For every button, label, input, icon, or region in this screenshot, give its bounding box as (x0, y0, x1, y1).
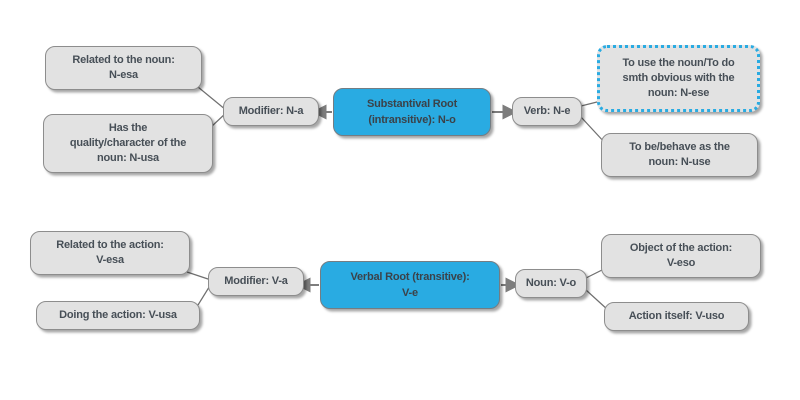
node-v-uso[interactable]: Action itself: V-uso (604, 302, 749, 331)
node-v-esa[interactable]: Related to the action: V-esa (30, 231, 190, 275)
node-n-ese-selected[interactable]: To use the noun/To do smth obvious with … (597, 45, 760, 112)
node-verb-n-e[interactable]: Verb: N-e (512, 97, 582, 126)
node-noun-v-o[interactable]: Noun: V-o (515, 269, 587, 298)
node-v-usa[interactable]: Doing the action: V-usa (36, 301, 200, 330)
node-n-esa[interactable]: Related to the noun: N-esa (45, 46, 202, 90)
node-n-usa[interactable]: Has the quality/character of the noun: N… (43, 114, 213, 173)
connector (197, 86, 227, 111)
node-modifier-v-a[interactable]: Modifier: V-a (208, 267, 304, 296)
node-substantival-root[interactable]: Substantival Root (intransitive): N-o (333, 88, 491, 136)
node-modifier-n-a[interactable]: Modifier: N-a (223, 97, 319, 126)
connector (186, 271, 212, 281)
node-n-use[interactable]: To be/behave as the noun: N-use (601, 133, 758, 177)
node-verbal-root[interactable]: Verbal Root (transitive): V-e (320, 261, 500, 309)
node-v-eso[interactable]: Object of the action: V-eso (601, 234, 761, 278)
